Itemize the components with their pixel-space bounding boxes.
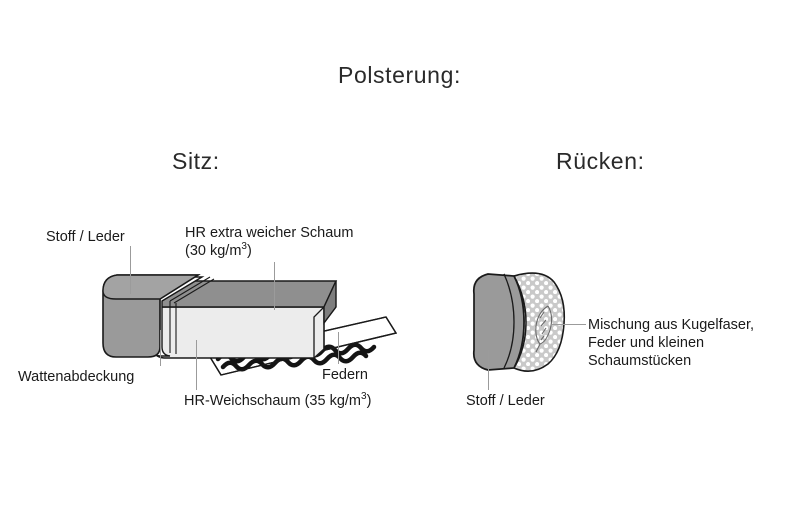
section-heading-back: Rücken: [556, 148, 645, 174]
label-top-foam-line2-end: ) [246, 243, 252, 259]
label-back-filling-line3: Schaumstücken [588, 353, 692, 369]
back-cushion-illustration [472, 272, 566, 372]
feather-icon [535, 305, 553, 353]
label-wadding: Wattenabdeckung [18, 369, 135, 385]
leader-line-top-foam [274, 262, 275, 310]
label-top-foam-line2: (30 kg/m [185, 243, 242, 259]
label-top-foam: HR extra weicher Schaum (30 kg/m3) [185, 224, 353, 260]
label-core-foam-superscript: 3 [361, 391, 367, 403]
leader-line-cover-back [488, 350, 489, 390]
label-cover-back: Stoff / Leder [466, 393, 545, 409]
label-back-filling-line2: Feder und kleinen [588, 335, 705, 351]
label-core-foam-end: ) [366, 393, 372, 409]
label-cover-seat: Stoff / Leder [46, 229, 125, 245]
label-top-foam-line1: HR extra weicher Schaum [185, 225, 354, 241]
page-title: Polsterung: [338, 62, 461, 88]
label-back-filling: Mischung aus Kugelfaser, Feder und klein… [588, 316, 798, 370]
label-springs: Federn [322, 367, 368, 383]
label-top-foam-superscript: 3 [241, 241, 247, 253]
core-foam-block [152, 306, 325, 359]
seat-cushion-illustration [102, 274, 398, 376]
leader-line-springs [338, 332, 339, 364]
label-core-foam: HR-Weichschaum (35 kg/m3) [184, 392, 371, 410]
section-heading-seat: Sitz: [172, 148, 220, 174]
leader-line-wadding [160, 330, 161, 366]
back-cover-layer [472, 273, 525, 371]
leader-line-core-foam [196, 340, 197, 390]
label-back-filling-line1: Mischung aus Kugelfaser, [588, 317, 755, 333]
top-foam-slab [152, 280, 338, 349]
leader-line-filling [552, 324, 586, 325]
leader-line-cover-seat [130, 246, 131, 294]
label-core-foam-text: HR-Weichschaum (35 kg/m [184, 393, 362, 409]
